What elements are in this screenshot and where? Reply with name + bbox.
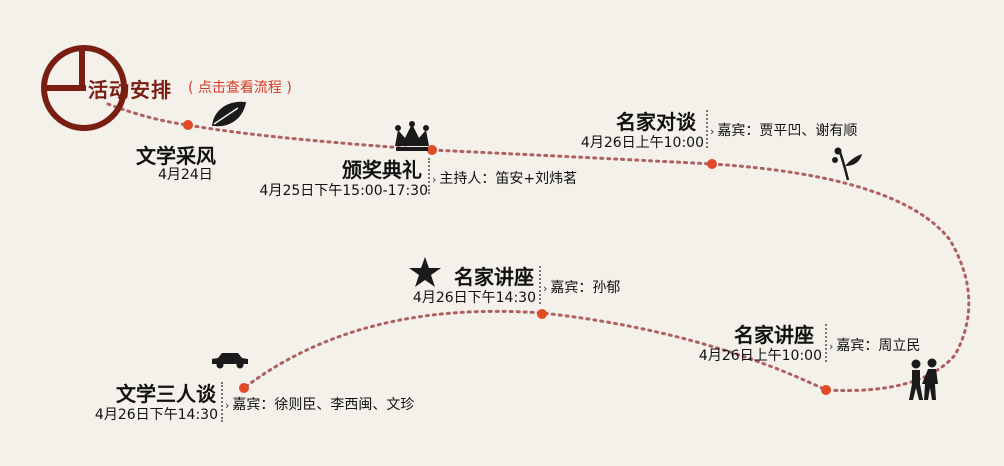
separator	[706, 110, 708, 148]
chevron-right-icon: ›	[829, 340, 834, 353]
event-banjiang-dianli[interactable]: 颁奖典礼 4月25日下午15:00-17:30	[236, 160, 428, 198]
event-dot[interactable]	[427, 145, 437, 155]
event-title: 名家对谈	[616, 110, 696, 134]
event-title: 颁奖典礼	[342, 158, 422, 182]
separator	[825, 324, 827, 362]
event-mingjia-duitan[interactable]: 名家对谈 4月26日上午10:00	[560, 112, 704, 150]
event-date: 4月24日	[158, 167, 213, 183]
event-date: 4月25日下午15:00-17:30	[259, 183, 428, 199]
car-icon	[212, 353, 248, 369]
event-date: 4月26日上午10:00	[698, 348, 822, 364]
leaf-icon	[212, 101, 246, 127]
event-dot[interactable]	[821, 385, 831, 395]
event-date: 4月26日下午14:30	[412, 290, 536, 306]
event-dot[interactable]	[183, 120, 193, 130]
event-mingjia-jiangzuo-am[interactable]: 名家讲座 4月26日上午10:00	[676, 325, 822, 363]
event-dot[interactable]	[537, 309, 547, 319]
event-note-text: 嘉宾：孙郁	[550, 280, 621, 296]
event-note-text: 嘉宾：贾平凹、谢有顺	[717, 123, 858, 139]
event-dot[interactable]	[239, 383, 249, 393]
chevron-right-icon: ›	[543, 282, 548, 295]
event-date: 4月26日下午14:30	[94, 407, 218, 423]
event-mingjia-jiangzuo-pm[interactable]: 名家讲座 4月26日下午14:30	[392, 267, 536, 305]
event-note-text: 嘉宾：周立民	[836, 338, 921, 354]
event-date: 4月26日上午10:00	[580, 135, 704, 151]
event-note: ›嘉宾：孙郁	[543, 281, 620, 295]
event-note: ›主持人：笛安+刘炜茗	[432, 172, 577, 186]
event-wenxue-caifeng[interactable]: 文学采风 4月24日	[136, 146, 218, 182]
view-flow-link[interactable]: ( 点击查看流程 )	[188, 80, 292, 96]
event-dot[interactable]	[707, 159, 717, 169]
event-title: 文学三人谈	[116, 382, 216, 406]
event-note-text: 主持人：笛安+刘炜茗	[439, 171, 578, 187]
event-note-text: 嘉宾：徐则臣、李西闽、文珍	[232, 397, 415, 413]
sprout-icon	[832, 147, 862, 181]
chevron-right-icon: ›	[710, 125, 715, 138]
walking-people-icon	[909, 358, 938, 400]
star-icon	[409, 257, 441, 287]
chevron-right-icon: ›	[432, 173, 437, 186]
logo-title: 活动安排	[88, 78, 172, 102]
event-title: 文学采风	[136, 144, 216, 168]
event-note: ›嘉宾：贾平凹、谢有顺	[710, 124, 857, 138]
crown-icon	[395, 121, 429, 151]
event-note: ›嘉宾：徐则臣、李西闽、文珍	[225, 398, 414, 412]
event-note: ›嘉宾：周立民	[829, 339, 920, 353]
chevron-right-icon: ›	[225, 399, 230, 412]
event-title: 名家讲座	[454, 265, 534, 289]
separator	[221, 382, 223, 422]
event-title: 名家讲座	[734, 323, 814, 347]
event-wenxue-sanrentan[interactable]: 文学三人谈 4月26日下午14:30	[74, 384, 218, 422]
clock-logo-icon	[41, 45, 127, 131]
separator	[539, 266, 541, 304]
separator	[428, 158, 430, 194]
